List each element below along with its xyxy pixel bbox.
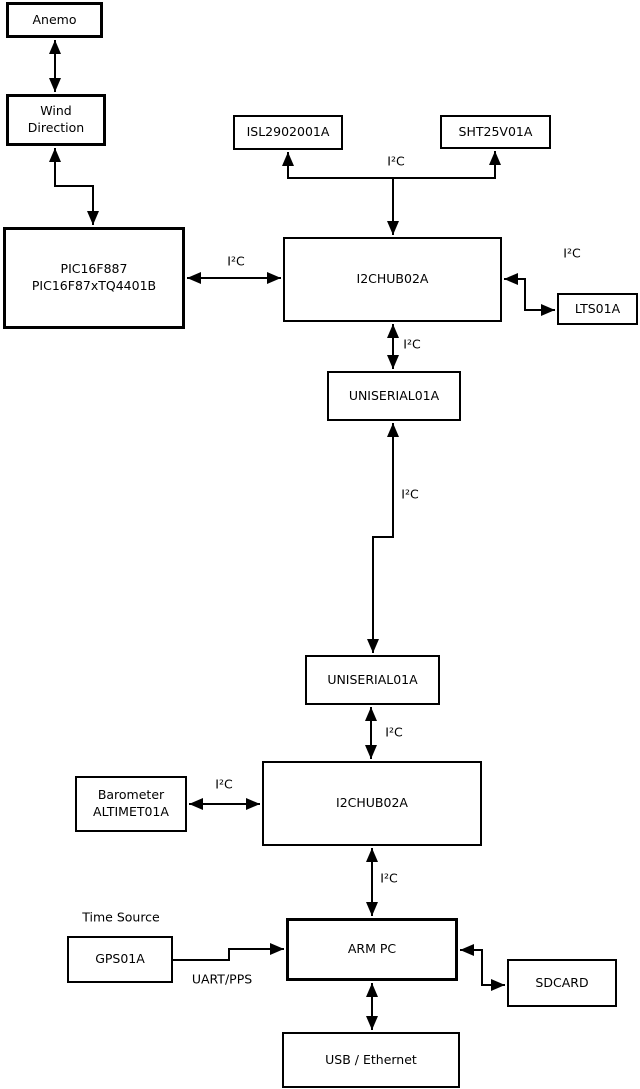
connector-gps-armpc xyxy=(173,943,284,961)
edge-label-i2c-barometer: I²C xyxy=(215,776,233,792)
connector-armpc-sdcard xyxy=(460,944,505,991)
edge-label-i2c-isl-sht: I²C xyxy=(387,153,405,169)
edge-label-i2c-hub2-armpc: I²C xyxy=(380,870,398,886)
edge-label-i2c-hub1-uniserial1: I²C xyxy=(403,336,421,352)
box-gps01a: GPS01A xyxy=(67,936,173,983)
box-arm-pc: ARM PC xyxy=(286,918,458,981)
box-pic16f887: PIC16F887 PIC16F87xTQ4401B xyxy=(3,227,185,329)
box-i2chub02a-upper: I2CHUB02A xyxy=(283,237,502,322)
box-lts01a: LTS01A xyxy=(557,293,638,325)
box-sht25v01a: SHT25V01A xyxy=(440,115,551,149)
connector-uniserial1-uniserial2 xyxy=(367,423,399,653)
edge-label-i2c-uniserial-link: I²C xyxy=(401,486,419,502)
box-barometer-altimet01a: Barometer ALTIMET01A xyxy=(75,776,187,832)
box-usb-ethernet: USB / Ethernet xyxy=(282,1032,460,1088)
box-i2chub02a-lower: I2CHUB02A xyxy=(262,761,482,846)
box-uniserial01a-upper: UNISERIAL01A xyxy=(327,371,461,421)
connector-hub1-isl-sht xyxy=(282,151,501,179)
box-wind-direction: Wind Direction xyxy=(6,94,106,146)
edge-label-i2c-lts: I²C xyxy=(563,245,581,261)
label-time-source: Time Source xyxy=(82,909,160,925)
edge-label-i2c-pic-hub1: I²C xyxy=(227,253,245,269)
edge-label-uart-pps: UART/PPS xyxy=(191,971,253,987)
box-isl2902001a: ISL2902001A xyxy=(233,115,343,150)
box-sdcard: SDCARD xyxy=(507,959,617,1007)
connector-hub1-lts xyxy=(504,273,555,316)
box-uniserial01a-lower: UNISERIAL01A xyxy=(305,655,440,705)
edge-label-i2c-uniserial2-hub2: I²C xyxy=(385,724,403,740)
connector-wind-pic xyxy=(49,148,99,225)
box-anemo: Anemo xyxy=(6,2,103,38)
